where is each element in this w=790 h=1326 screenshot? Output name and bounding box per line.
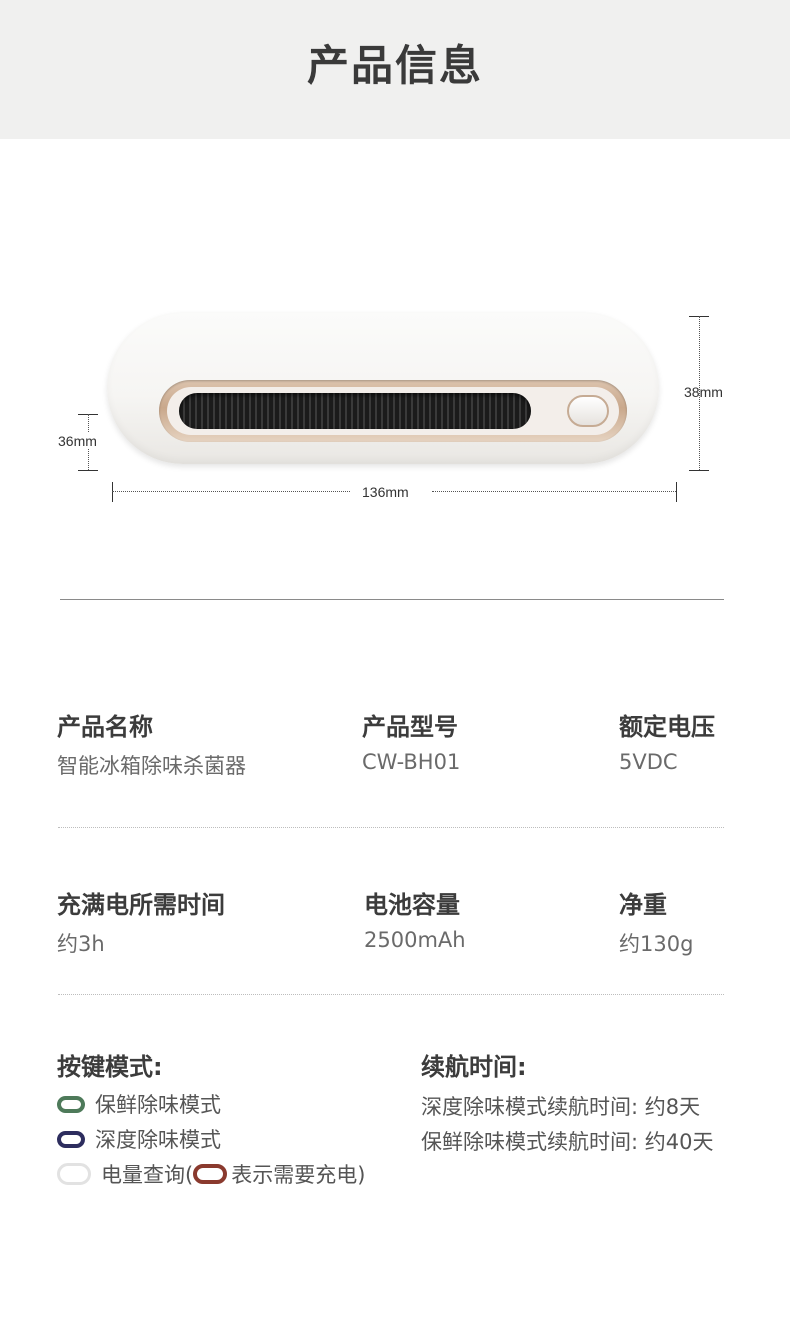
height-dimension-line	[699, 316, 700, 470]
spec-label-weight: 净重	[619, 891, 667, 919]
width-dimension-line-right	[432, 491, 676, 492]
spec-label-charge-time: 充满电所需时间	[57, 891, 225, 919]
endurance-fresh: 保鲜除味模式续航时间: 约40天	[421, 1130, 714, 1154]
power-button-icon	[567, 395, 609, 427]
spec-value-product-name: 智能冰箱除味杀菌器	[57, 754, 246, 778]
spec-label-voltage: 额定电压	[619, 713, 715, 741]
spec-value-voltage: 5VDC	[619, 750, 678, 774]
white-indicator-icon	[57, 1163, 91, 1185]
button-modes-title: 按键模式:	[57, 1053, 163, 1081]
spec-value-charge-time: 约3h	[57, 932, 105, 956]
width-dimension-tick-left	[112, 482, 113, 502]
mode-item-fresh: 保鲜除味模式	[57, 1089, 221, 1119]
section-divider	[60, 599, 724, 600]
product-slot	[159, 380, 627, 442]
spec-label-product-name: 产品名称	[57, 713, 153, 741]
width-dimension-label: 136mm	[362, 484, 409, 500]
header-banner: 产品信息	[0, 0, 790, 139]
vent-grille	[179, 393, 531, 429]
spec-divider	[58, 994, 724, 995]
width-dimension-line-left	[112, 491, 350, 492]
page-title: 产品信息	[306, 41, 483, 90]
width-dimension-tick-right	[676, 482, 677, 502]
spec-label-model: 产品型号	[362, 713, 458, 741]
spec-value-weight: 约130g	[619, 932, 694, 956]
spec-label-battery: 电池容量	[364, 891, 460, 919]
height-dimension-tick-bottom	[689, 470, 709, 471]
product-image	[107, 312, 659, 464]
height-dimension-label: 38mm	[684, 384, 723, 400]
spec-divider	[58, 827, 724, 828]
depth-dimension-label: 36mm	[58, 433, 97, 449]
spec-value-model: CW-BH01	[362, 750, 461, 774]
spec-value-battery: 2500mAh	[364, 928, 466, 952]
mode-item-battery-check: 电量查询( 表示需要充电)	[57, 1159, 365, 1189]
endurance-title: 续航时间:	[421, 1053, 527, 1081]
navy-indicator-icon	[57, 1130, 85, 1148]
mode-item-deep: 深度除味模式	[57, 1124, 221, 1154]
red-indicator-icon	[193, 1164, 228, 1184]
green-indicator-icon	[57, 1095, 85, 1113]
endurance-deep: 深度除味模式续航时间: 约8天	[421, 1095, 701, 1119]
depth-dimension-tick-bottom	[78, 470, 98, 471]
